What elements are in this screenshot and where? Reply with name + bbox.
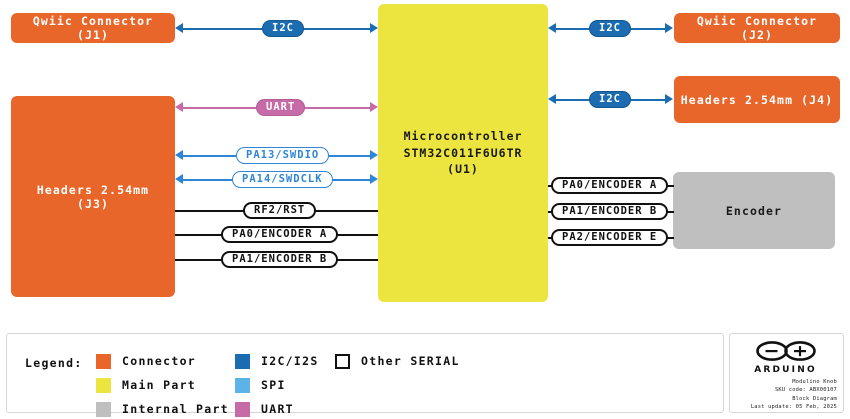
block-label: Headers 2.54mm (J4): [680, 92, 834, 107]
legend-label: Other SERIAL: [361, 354, 460, 368]
block-label: Qwiic Connector (J2): [696, 14, 818, 42]
arduino-wordmark: ARDUINO: [754, 365, 817, 375]
signal-pill-i2c-j4[interactable]: I2C: [589, 90, 631, 108]
signal-label: UART: [266, 101, 296, 113]
legend-panel: Legend: Connector Main Part Internal Par…: [6, 333, 724, 417]
arrowhead-left: [175, 174, 183, 184]
legend-label: SPI: [261, 378, 286, 392]
legend-label: Internal Part: [122, 402, 229, 416]
signal-pill-swdclk[interactable]: PA14/SWDCLK: [232, 170, 333, 188]
block-label: Encoder: [725, 203, 783, 218]
legend-item-connector: Connector: [96, 349, 229, 373]
signal-pill-rst[interactable]: RF2/RST: [243, 201, 317, 219]
block-headers-j3[interactable]: Headers 2.54mm (J3): [11, 96, 175, 297]
arrowhead-right: [370, 102, 378, 112]
legend-swatch-uart: [235, 401, 250, 417]
signal-label: I2C: [599, 93, 621, 105]
legend-item-internal-part: Internal Part: [96, 397, 229, 419]
signal-label: I2C: [599, 22, 621, 34]
signal-label: RF2/RST: [254, 204, 306, 216]
legend-column-other: Other SERIAL: [335, 349, 460, 373]
arrowhead-right: [665, 94, 673, 104]
mcu-partnumber: STM32C011F6U6TR (U1): [403, 145, 523, 177]
legend-label: UART: [261, 402, 294, 416]
legend-label: Connector: [122, 354, 197, 368]
signal-label: PA0/ENCODER A: [562, 179, 658, 191]
block-qwiic-connector-j1[interactable]: Qwiic Connector (J1): [11, 13, 175, 43]
signal-pill-uart-j3[interactable]: UART: [256, 98, 306, 116]
legend-swatch-internal-part: [96, 401, 111, 417]
block-encoder[interactable]: Encoder: [673, 172, 835, 249]
arrowhead-left: [548, 23, 556, 33]
arrowhead-right: [370, 174, 378, 184]
doc-product-name: Modulino Knob: [792, 379, 837, 385]
arrowhead-right: [665, 23, 673, 33]
legend-item-main-part: Main Part: [96, 373, 229, 397]
legend-title: Legend:: [25, 356, 83, 370]
signal-label: I2C: [272, 22, 294, 34]
signal-label: PA1/ENCODER B: [562, 205, 658, 217]
signal-label: PA1/ENCODER B: [232, 253, 328, 265]
legend-label: I2C/I2S: [261, 354, 319, 368]
legend-swatch-i2c: [235, 353, 250, 369]
signal-pill-swdio[interactable]: PA13/SWDIO: [236, 146, 330, 164]
legend-column-buses: I2C/I2S SPI UART: [235, 349, 319, 419]
doc-sku-code: SKU code: ABX00107: [774, 387, 837, 394]
legend-swatch-other-serial: [335, 353, 350, 369]
signal-pill-encoder-a-left[interactable]: PA0/ENCODER A: [221, 225, 339, 243]
legend-item-spi: SPI: [235, 373, 319, 397]
legend-swatch-connector: [96, 353, 111, 369]
block-headers-j4[interactable]: Headers 2.54mm (J4): [674, 76, 840, 123]
arrowhead-left: [175, 23, 183, 33]
signal-pill-encoder-e-right[interactable]: PA2/ENCODER E: [551, 228, 669, 246]
arrowhead-right: [370, 23, 378, 33]
arrowhead-left: [548, 94, 556, 104]
legend-item-uart: UART: [235, 397, 319, 419]
legend-item-other-serial: Other SERIAL: [335, 349, 460, 373]
document-meta: Modulino Knob SKU code: ABX00107 Block D…: [751, 378, 837, 412]
block-microcontroller[interactable]: Microcontroller STM32C011F6U6TR (U1): [378, 4, 548, 302]
signal-label: PA0/ENCODER A: [232, 228, 328, 240]
arrowhead-right: [370, 150, 378, 160]
doc-diagram-type: Block Diagram: [792, 395, 837, 402]
doc-last-update: Last update: 05 Feb, 2025: [750, 404, 837, 411]
arduino-infinity-logo-icon: [755, 340, 817, 366]
signal-label: PA2/ENCODER E: [562, 231, 658, 243]
arduino-title-block: ARDUINO Modulino Knob SKU code: ABX00107…: [729, 333, 844, 413]
signal-pill-encoder-b-right[interactable]: PA1/ENCODER B: [551, 202, 669, 220]
signal-pill-encoder-b-left[interactable]: PA1/ENCODER B: [221, 250, 339, 268]
mcu-title: Microcontroller: [403, 128, 523, 143]
legend-item-i2c: I2C/I2S: [235, 349, 319, 373]
mcu-label-group: Microcontroller STM32C011F6U6TR (U1): [384, 128, 542, 178]
arrowhead-left: [175, 150, 183, 160]
legend-column-parts: Connector Main Part Internal Part: [96, 349, 229, 419]
signal-label: PA13/SWDIO: [246, 149, 320, 161]
signal-pill-i2c-j2[interactable]: I2C: [589, 19, 631, 37]
signal-label: PA14/SWDCLK: [242, 173, 323, 185]
block-label: Qwiic Connector (J1): [32, 14, 154, 42]
arrowhead-left: [175, 102, 183, 112]
legend-swatch-spi: [235, 377, 250, 393]
legend-label: Main Part: [122, 378, 197, 392]
signal-pill-i2c-j1[interactable]: I2C: [262, 19, 304, 37]
block-label: Headers 2.54mm (J3): [36, 182, 150, 211]
block-qwiic-connector-j2[interactable]: Qwiic Connector (J2): [674, 13, 840, 43]
legend-swatch-main-part: [96, 377, 111, 393]
signal-pill-encoder-a-right[interactable]: PA0/ENCODER A: [551, 176, 669, 194]
